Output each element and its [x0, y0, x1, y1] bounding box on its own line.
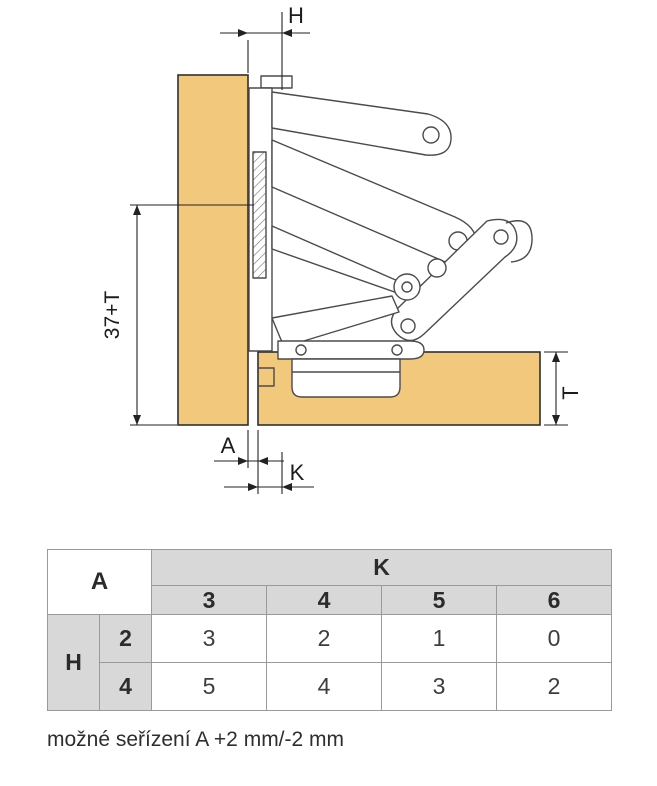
- flange-screw-left: [295, 344, 307, 356]
- arrowhead: [238, 457, 248, 465]
- table-corner-a: A: [47, 549, 152, 615]
- hinge-top-tab: [260, 75, 293, 89]
- table-cell-r0c3: 0: [496, 614, 612, 663]
- arrowhead: [133, 415, 141, 425]
- flange-screw-right: [391, 344, 403, 356]
- dim-label-37t: 37+T: [101, 291, 124, 340]
- table-k-header: K: [151, 549, 612, 586]
- table-cell-r0c1: 2: [266, 614, 382, 663]
- hinge-link-arm: [390, 218, 518, 342]
- cabinet-side-panel: [177, 74, 249, 426]
- dimension-t: T: [544, 351, 583, 426]
- table-k-col-0: 3: [151, 585, 267, 615]
- table-h-header: H: [47, 614, 100, 711]
- table-cell-r0c0: 3: [151, 614, 267, 663]
- cup-flange: [277, 340, 425, 360]
- table-k-col-2: 5: [381, 585, 497, 615]
- door-edge-step: [258, 367, 275, 387]
- dim-label-t: T: [558, 386, 583, 399]
- table-cell-r1c2: 3: [381, 662, 497, 711]
- table-h-row-0-label: 2: [99, 614, 152, 663]
- arrowhead: [282, 483, 292, 491]
- dim-label-k: K: [290, 460, 305, 485]
- dimension-a: A: [214, 430, 284, 494]
- adjustment-note: možné seřízení A +2 mm/-2 mm: [47, 728, 345, 751]
- arrowhead: [552, 415, 560, 425]
- main-pivot-axis: [401, 281, 413, 293]
- table-k-col-1: 4: [266, 585, 382, 615]
- arrowhead: [258, 457, 268, 465]
- table-k-col-3: 6: [496, 585, 612, 615]
- dim-label-h: H: [288, 3, 304, 28]
- table-cell-r0c2: 1: [381, 614, 497, 663]
- arrowhead: [238, 29, 248, 37]
- arrowhead: [133, 205, 141, 215]
- hinge-assembly: [248, 75, 533, 398]
- hinge-lower-arm-b: [271, 295, 400, 348]
- link-pivot-bottom: [400, 318, 416, 334]
- link-pivot-top: [493, 229, 509, 245]
- cup-body: [291, 358, 401, 398]
- upper-arm-hole: [422, 126, 440, 144]
- dimension-h: H: [220, 3, 310, 90]
- table-cell-r1c0: 5: [151, 662, 267, 711]
- dimension-k: K: [224, 452, 314, 494]
- dimension-37t: 37+T: [101, 204, 254, 426]
- arrowhead: [248, 483, 258, 491]
- arrowhead: [552, 352, 560, 362]
- table-h-row-1-label: 4: [99, 662, 152, 711]
- table-cell-r1c1: 4: [266, 662, 382, 711]
- mounting-plate-section: [252, 151, 267, 279]
- dim-label-a: A: [221, 433, 236, 458]
- adjustment-table: A K 3 4 5 6 H 2 3 2 1 0 4 5 4 3: [47, 549, 612, 711]
- secondary-pivot: [427, 258, 447, 278]
- hinge-diagram: H 37+T A K: [101, 3, 583, 494]
- arrowhead: [282, 29, 292, 37]
- hinge-upper-arm: [271, 91, 452, 156]
- link-hook: [505, 220, 533, 263]
- hinge-lower-arm-a: [271, 225, 404, 296]
- table-cell-r1c3: 2: [496, 662, 612, 711]
